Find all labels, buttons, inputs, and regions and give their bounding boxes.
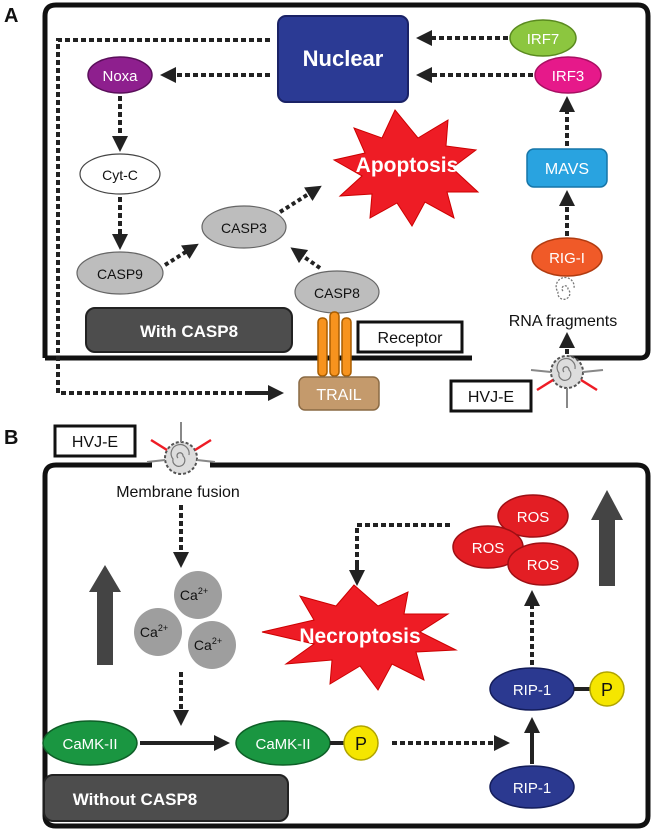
cytc-node: Cyt-C xyxy=(79,153,161,195)
arrow-casp3-apoptosis xyxy=(278,185,322,214)
noxa-node: Noxa xyxy=(87,56,153,94)
noxa-label: Noxa xyxy=(102,68,138,85)
irf3-label: IRF3 xyxy=(552,68,585,85)
up-arrow-icon xyxy=(89,565,121,665)
phospho-badge-ripk1: P xyxy=(589,671,625,707)
arrow-nuclear-trail-path xyxy=(56,38,270,395)
up-arrow-icon xyxy=(591,490,623,586)
casp3-label: CASP3 xyxy=(221,220,267,236)
camk-node-right: CaMK-II xyxy=(235,720,331,766)
hvje-box-b: HVJ-E xyxy=(53,424,137,458)
membrane-fusion-label: Membrane fusion xyxy=(116,484,240,501)
casp9-label: CASP9 xyxy=(97,266,143,282)
necroptosis-label: Necroptosis xyxy=(299,625,420,648)
trail-node: TRAIL xyxy=(298,376,380,411)
without-casp8-box: Without CASP8 xyxy=(43,774,289,822)
receptor-box: Receptor xyxy=(356,320,464,354)
panel-b-label: B xyxy=(4,427,18,449)
ca-ion-top: Ca2+ xyxy=(174,571,222,619)
apoptosis-burst: Apoptosis xyxy=(332,109,480,227)
ripk1-node-bottom: RIP-1 xyxy=(489,765,575,809)
hvje-virus-icon xyxy=(146,422,216,475)
hvje-label-b: HVJ-E xyxy=(72,434,118,451)
ros-label-2: ROS xyxy=(472,540,505,557)
ros-node-2: ROS xyxy=(452,525,524,569)
hvje-box-a: HVJ-E xyxy=(449,379,533,413)
cell-border-b xyxy=(42,462,651,829)
phospho-badge-camk: P xyxy=(343,725,379,761)
arrow-ros-necroptosis-path xyxy=(355,523,450,570)
receptor-label: Receptor xyxy=(378,330,444,347)
svg-text:Ca2+: Ca2+ xyxy=(140,623,168,640)
camk-node-left: CaMK-II xyxy=(42,720,138,766)
nuclear-box: Nuclear xyxy=(277,15,409,103)
svg-text:Ca2+: Ca2+ xyxy=(180,586,208,603)
nuclear-label: Nuclear xyxy=(303,46,384,71)
camk-label-left: CaMK-II xyxy=(62,736,117,753)
ros-node-1: ROS xyxy=(497,494,569,538)
irf7-label: IRF7 xyxy=(527,31,560,48)
ca-base: Ca xyxy=(140,624,158,640)
ca-sup: 2+ xyxy=(212,636,222,646)
casp9-node: CASP9 xyxy=(76,251,164,295)
necroptosis-burst: Necroptosis xyxy=(261,584,458,691)
ros-label-1: ROS xyxy=(517,509,550,526)
ros-node-3: ROS xyxy=(507,542,579,586)
ca-ion-left: Ca2+ xyxy=(134,608,182,656)
camk-label-right: CaMK-II xyxy=(255,736,310,753)
hvje-virus-icon xyxy=(530,355,604,408)
rigi-node: RIG-I xyxy=(531,237,603,277)
ros-label-3: ROS xyxy=(527,557,560,574)
arrow-casp9-casp3 xyxy=(163,243,199,267)
panel-a-label: A xyxy=(4,5,18,27)
mavs-node: MAVS xyxy=(526,148,608,188)
ca-sup: 2+ xyxy=(198,586,208,596)
receptor-icon xyxy=(317,311,352,377)
rna-fragments-label: RNA fragments xyxy=(509,313,617,330)
ca-base: Ca xyxy=(194,637,212,653)
rna-coil-icon xyxy=(555,276,575,300)
arrow-casp8-casp3 xyxy=(290,247,322,270)
ca-sup: 2+ xyxy=(158,623,168,633)
svg-text:Ca2+: Ca2+ xyxy=(194,636,222,653)
hvje-label-a: HVJ-E xyxy=(468,389,514,406)
casp3-node: CASP3 xyxy=(201,205,287,249)
apoptosis-label: Apoptosis xyxy=(356,154,459,177)
irf3-node: IRF3 xyxy=(534,56,602,94)
mavs-label: MAVS xyxy=(545,161,589,178)
cytc-label: Cyt-C xyxy=(102,167,138,183)
ripk1-node-top: RIP-1 xyxy=(489,667,575,711)
p-label-camk: P xyxy=(355,734,367,754)
casp8-node: CASP8 xyxy=(294,270,380,314)
rigi-label: RIG-I xyxy=(549,250,585,267)
ca-ion-right: Ca2+ xyxy=(188,621,236,669)
ripk1-label-top: RIP-1 xyxy=(513,682,551,699)
trail-label: TRAIL xyxy=(316,387,361,404)
ripk1-label-bottom: RIP-1 xyxy=(513,780,551,797)
irf7-node: IRF7 xyxy=(509,19,577,57)
with-casp8-box: With CASP8 xyxy=(85,307,293,353)
without-casp8-label: Without CASP8 xyxy=(73,790,198,809)
cell-border-a xyxy=(42,2,651,361)
casp8-label: CASP8 xyxy=(314,285,360,301)
p-label-ripk1: P xyxy=(601,680,613,700)
with-casp8-label: With CASP8 xyxy=(140,322,238,341)
ca-base: Ca xyxy=(180,587,198,603)
